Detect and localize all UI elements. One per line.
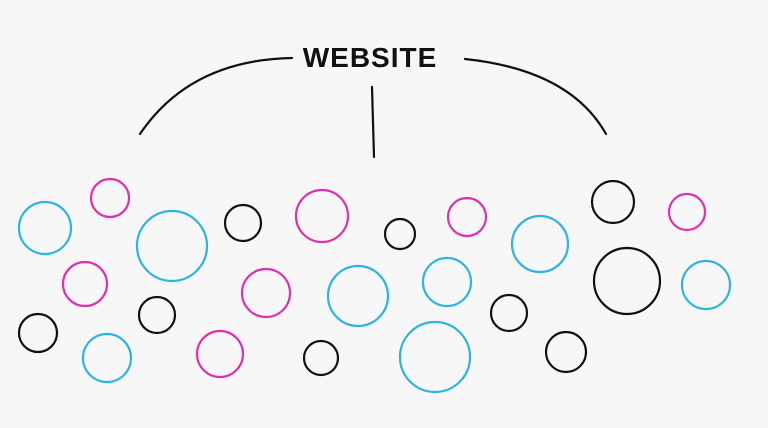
black-circle — [383, 217, 417, 251]
black-circle — [223, 203, 263, 243]
left-branch-line — [138, 56, 294, 136]
right-branch-line — [463, 57, 608, 136]
black-circle — [544, 330, 588, 374]
pink-circle — [667, 192, 707, 232]
blue-circle — [81, 332, 133, 384]
blue-circle — [421, 256, 473, 308]
blue-circle — [326, 264, 390, 328]
pink-circle — [89, 177, 131, 219]
black-circle — [592, 246, 662, 316]
pink-circle — [195, 329, 245, 379]
black-circle — [590, 179, 636, 225]
blue-circle — [680, 259, 732, 311]
pink-circle — [294, 188, 350, 244]
blue-circle — [17, 200, 73, 256]
black-circle — [137, 295, 177, 335]
center-branch-line — [370, 85, 376, 159]
pink-circle — [446, 196, 488, 238]
black-circle — [17, 312, 59, 354]
blue-circle — [135, 209, 209, 283]
blue-circle — [398, 320, 472, 394]
blue-circle — [510, 214, 570, 274]
circle-cloud — [17, 177, 732, 394]
black-circle — [302, 339, 340, 377]
pink-circle — [61, 260, 109, 308]
website-title: WEBSITE — [302, 42, 438, 73]
black-circle — [489, 293, 529, 333]
pink-circle — [240, 267, 292, 319]
